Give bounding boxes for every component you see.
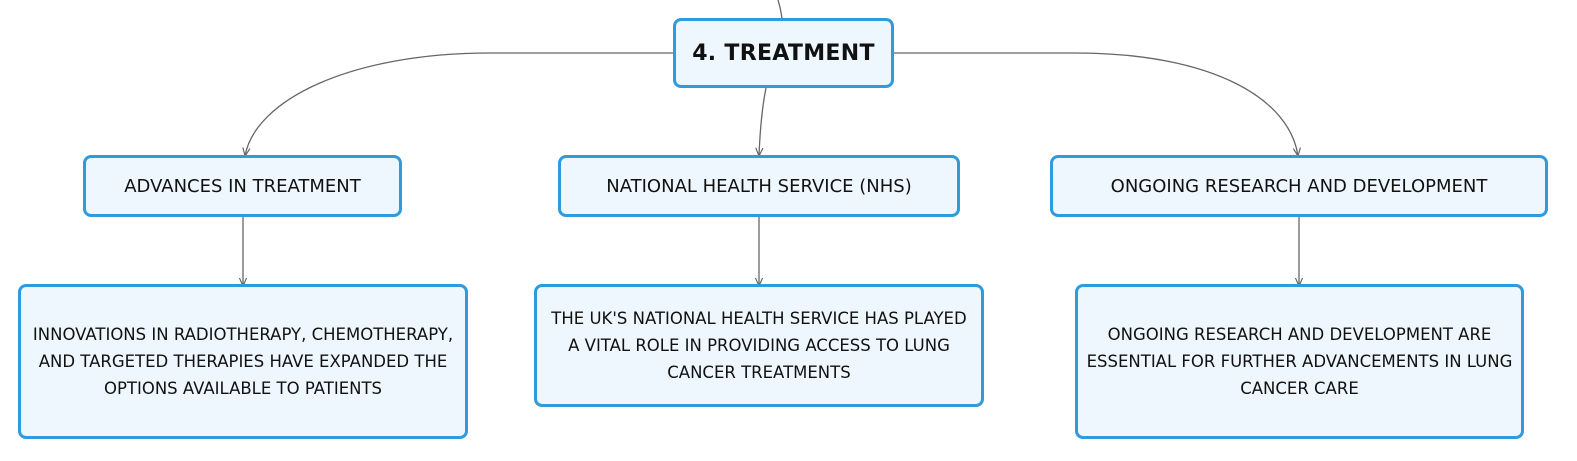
branch-node-ongoing-research[interactable]: ONGOING RESEARCH AND DEVELOPMENT	[1050, 155, 1548, 217]
detail-node-text: ONGOING RESEARCH AND DEVELOPMENT ARE ESS…	[1086, 325, 1513, 398]
detail-node-text: INNOVATIONS IN RADIOTHERAPY, CHEMOTHERAP…	[32, 325, 454, 398]
detail-node-text: THE UK'S NATIONAL HEALTH SERVICE HAS PLA…	[551, 309, 967, 382]
detail-node-advances-in-treatment[interactable]: INNOVATIONS IN RADIOTHERAPY, CHEMOTHERAP…	[18, 284, 468, 439]
branch-node-nhs[interactable]: NATIONAL HEALTH SERVICE (NHS)	[558, 155, 960, 217]
detail-node-ongoing-research[interactable]: ONGOING RESEARCH AND DEVELOPMENT ARE ESS…	[1075, 284, 1524, 439]
branch-node-label: ONGOING RESEARCH AND DEVELOPMENT	[1110, 175, 1488, 197]
root-node-treatment[interactable]: 4. TREATMENT	[673, 18, 894, 88]
connector-root-to-advances	[245, 52, 674, 156]
branch-node-advances-in-treatment[interactable]: ADVANCES IN TREATMENT	[83, 155, 402, 217]
connector-root-to-research	[893, 52, 1298, 156]
connector-root-to-nhs	[759, 87, 767, 156]
branch-node-label: ADVANCES IN TREATMENT	[124, 175, 361, 197]
root-node-label: 4. TREATMENT	[692, 40, 875, 66]
connector-from-parent	[777, 0, 783, 20]
detail-node-nhs[interactable]: THE UK'S NATIONAL HEALTH SERVICE HAS PLA…	[534, 284, 984, 407]
branch-node-label: NATIONAL HEALTH SERVICE (NHS)	[606, 175, 912, 197]
